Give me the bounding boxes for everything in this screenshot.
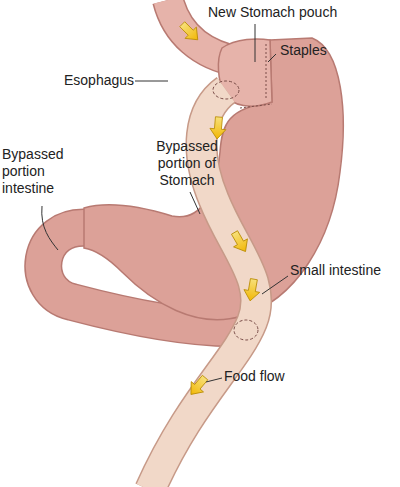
flow-arrow xyxy=(209,116,227,139)
leader-line xyxy=(262,276,288,294)
part-label: Bypassed portion of Stomach xyxy=(146,138,228,189)
flow-arrow xyxy=(177,19,204,46)
staple-line xyxy=(240,104,272,108)
flow-arrow xyxy=(185,372,211,399)
part-label: Bypassed portion intestine xyxy=(2,146,74,197)
leader-line xyxy=(206,378,222,382)
part-label: New Stomach pouch xyxy=(208,4,337,21)
flow-arrow xyxy=(228,228,253,255)
anastomosis xyxy=(234,320,258,340)
leader-line xyxy=(42,206,58,250)
leader-line xyxy=(255,24,256,62)
part-label: Esophagus xyxy=(64,72,134,89)
leader-line xyxy=(135,81,168,82)
staple-line xyxy=(266,44,267,100)
part-label: Staples xyxy=(280,42,327,59)
leader-line xyxy=(190,192,200,214)
part-label: Small intestine xyxy=(290,262,381,279)
part-label: Food flow xyxy=(224,368,285,385)
anastomosis xyxy=(213,81,239,99)
leader-line xyxy=(268,54,276,62)
flow-arrow xyxy=(242,278,262,302)
